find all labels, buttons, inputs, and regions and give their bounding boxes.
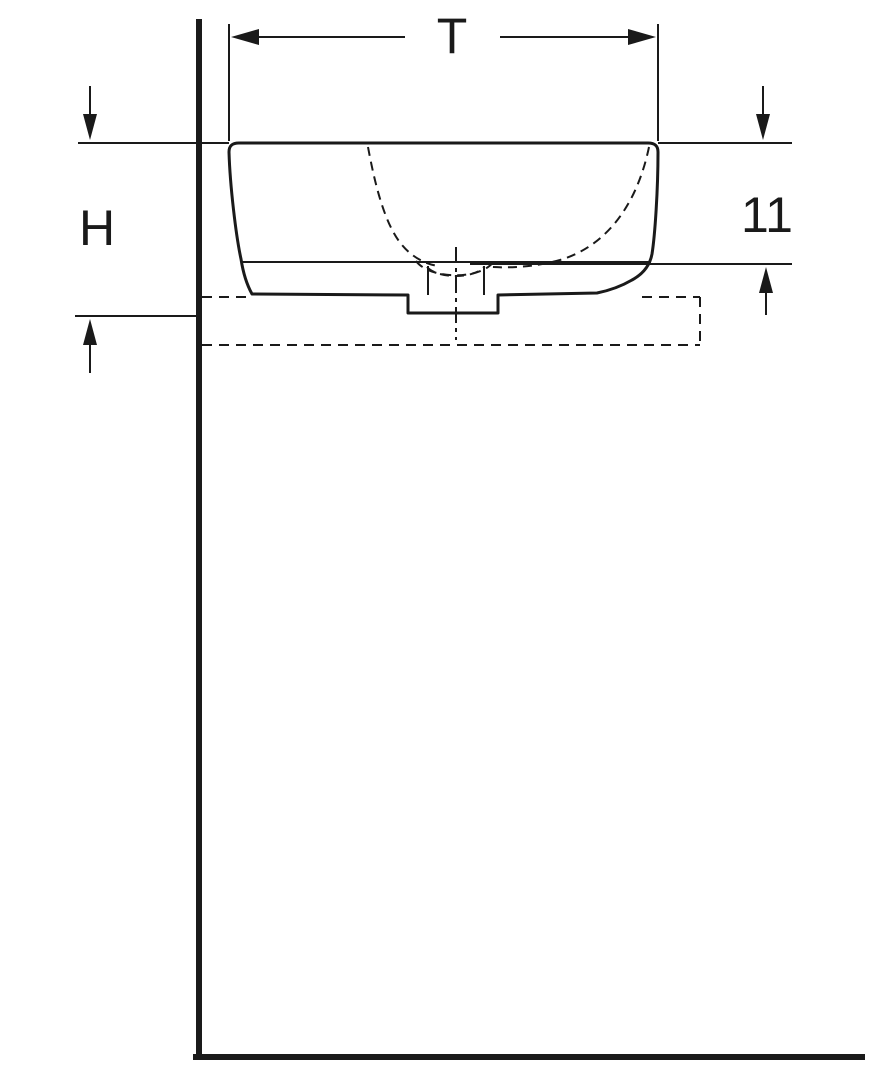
arrow-left-icon [231,29,259,45]
countertop-outline-dashed [202,296,701,346]
drain-inner-arc-dashed [426,266,485,277]
basin-outline [227,141,660,315]
arrow-up-icon [83,319,97,345]
reference-lines [75,142,792,317]
dimension-H-label: H [79,200,115,256]
basin [227,141,660,340]
arrow-down-icon [83,114,97,140]
wall-and-floor [193,19,865,1060]
dimension-H: H [79,86,115,373]
bowl-right-profile-dashed [491,146,650,269]
dimension-T: T [228,8,659,141]
dimension-right-label: 11 [741,187,793,243]
dimension-T-label: T [437,8,468,64]
arrow-right-icon [628,29,656,45]
dimension-right: 11 [741,86,793,315]
arrow-down-icon [756,114,770,140]
drain-outer-arc-dashed [415,260,495,277]
arrow-up-icon [759,267,773,293]
